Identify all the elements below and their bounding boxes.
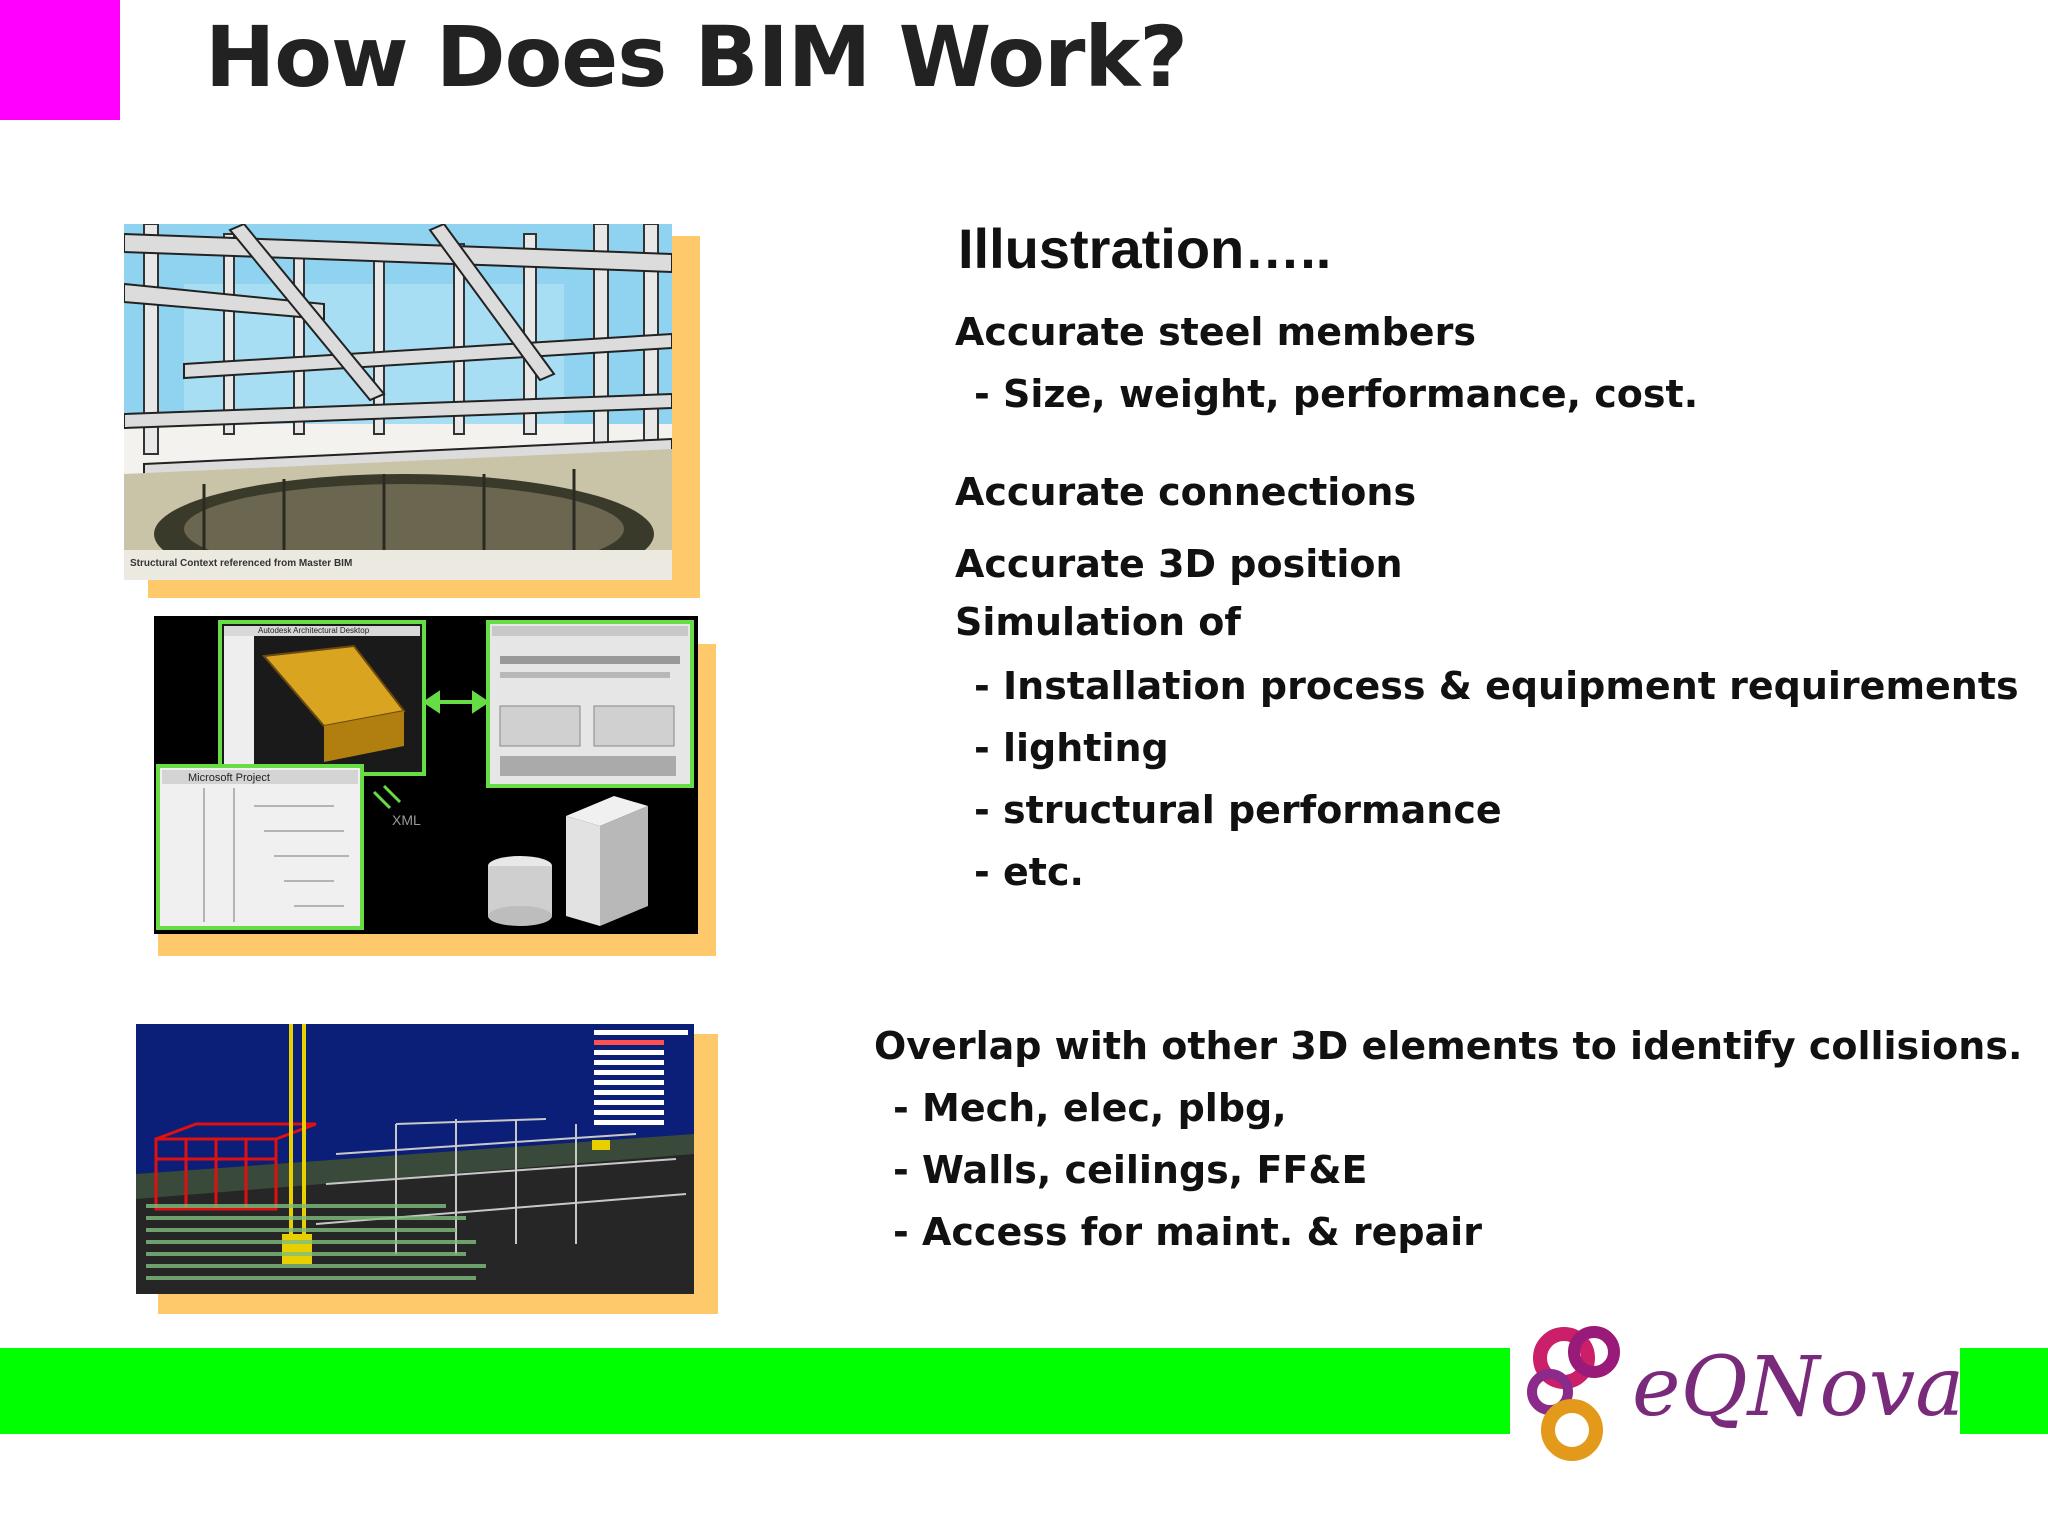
project-window-title: Microsoft Project (188, 772, 270, 784)
corner-accent (0, 0, 120, 120)
slide-title: How Does BIM Work? (205, 8, 1188, 106)
steel-structure-image: Structural Context referenced from Maste… (124, 224, 672, 580)
text-steel-members: Accurate steel members (955, 310, 1476, 354)
logo-text: eQNova (1632, 1340, 1965, 1435)
arch-window-title: Autodesk Architectural Desktop (258, 626, 370, 635)
xml-label: XML (392, 812, 421, 828)
collision-item-walls: - Walls, ceilings, FF&E (893, 1148, 1368, 1192)
text-connections: Accurate connections (955, 470, 1417, 514)
text-3d-position: Accurate 3D position (955, 542, 1403, 586)
text-structural: - structural performance (974, 788, 1502, 832)
construction-collision-image (136, 1024, 694, 1294)
collision-heading: Overlap with other 3D elements to identi… (874, 1024, 2023, 1068)
steel-image-caption: Structural Context referenced from Maste… (130, 558, 353, 569)
illustration-heading: Illustration….. (958, 217, 1332, 280)
collision-item-access: - Access for maint. & repair (893, 1210, 1482, 1254)
text-steel-details: - Size, weight, performance, cost. (974, 372, 1699, 416)
text-installation: - Installation process & equipment requi… (974, 664, 2019, 708)
logo-mark-icon (1512, 1318, 1632, 1468)
text-simulation: Simulation of (955, 600, 1241, 644)
software-integration-image: Autodesk Architectural Desktop Microsoft… (154, 616, 698, 934)
text-lighting: - lighting (974, 726, 1169, 770)
collision-item-mep: - Mech, elec, plbg, (893, 1086, 1287, 1130)
text-etc: - etc. (974, 850, 1084, 894)
